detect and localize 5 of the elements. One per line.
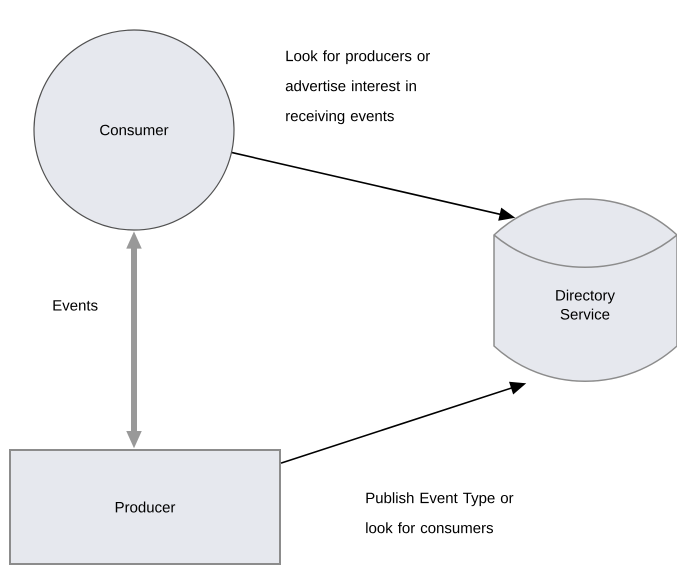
edge-label: Look for producers or advertise interest in receiving events bbox=[286, 50, 430, 124]
edge-label: Events bbox=[53, 300, 98, 311]
edge-label: Publish Event Type or look for consumers bbox=[366, 492, 514, 534]
directory-cylinder: Directory Service bbox=[493, 198, 677, 382]
producer-box: Producer bbox=[9, 449, 281, 565]
